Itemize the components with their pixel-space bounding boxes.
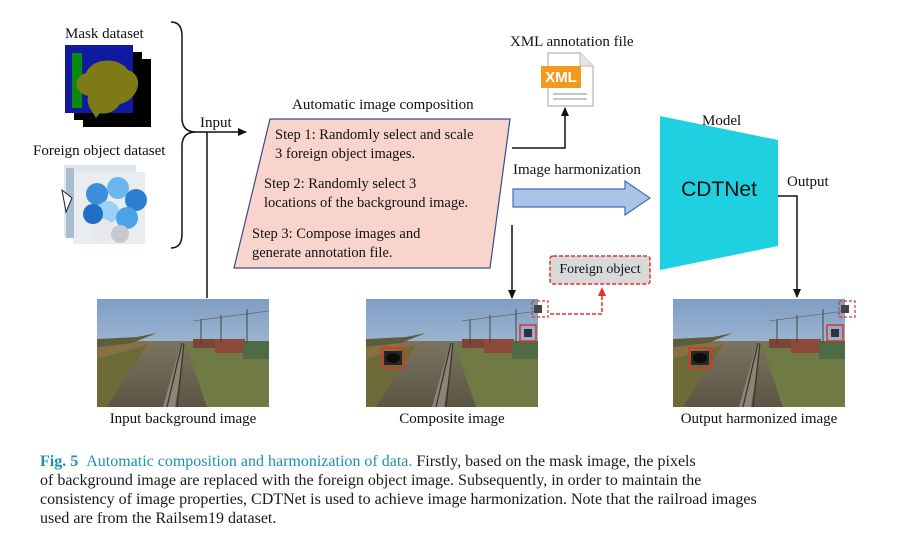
caption-line-2: of background image are replaced with th… xyxy=(40,472,702,489)
figure-caption: Fig. 5 Automatic composition and harmoni… xyxy=(40,452,885,528)
output-harmonized-image xyxy=(672,298,856,408)
output-label: Output xyxy=(787,174,829,190)
step-1: Step 1: Randomly select and scale 3 fore… xyxy=(275,126,474,164)
model-name: CDTNet xyxy=(681,178,757,201)
input-label: Input xyxy=(200,115,232,131)
model-label: Model xyxy=(702,113,742,129)
composite-image-caption: Composite image xyxy=(399,411,505,427)
harmonization-arrow xyxy=(512,179,652,217)
composition-steps-box xyxy=(233,118,511,269)
composite-image xyxy=(365,298,549,408)
step-2-line-1: Step 2: Randomly select 3 xyxy=(264,176,417,192)
caption-fig-number: Fig. 5 xyxy=(40,453,79,470)
mask-dataset-images xyxy=(65,45,151,127)
composition-title: Automatic image composition xyxy=(292,97,474,113)
foreign-object-tag: Foreign object xyxy=(559,262,641,277)
step-1-line-2: 3 foreign object images. xyxy=(275,146,416,162)
xml-file-icon xyxy=(541,52,594,107)
figure: Mask dataset Foreign object dataset Inpu… xyxy=(33,21,856,427)
foreign-object-tag-box xyxy=(549,255,651,285)
step-2-line-2: locations of the background image. xyxy=(264,195,469,211)
input-background-image xyxy=(96,298,270,408)
caption-line-4: used are from the Railsem19 dataset. xyxy=(40,510,277,527)
input-brace xyxy=(170,21,197,249)
harmonization-label: Image harmonization xyxy=(513,162,641,178)
caption-line-1: Fig. 5 Automatic composition and harmoni… xyxy=(40,452,885,471)
step-2: Step 2: Randomly select 3 locations of t… xyxy=(264,175,468,213)
step-3-line-1: Step 3: Compose images and xyxy=(252,226,421,242)
output-image-caption: Output harmonized image xyxy=(680,411,838,427)
xml-arrow xyxy=(512,107,569,149)
step-3: Step 3: Compose images and generate anno… xyxy=(252,225,420,263)
output-arrow xyxy=(778,195,801,298)
foreign-object-callout-line xyxy=(550,287,606,315)
caption-fig-title: Automatic composition and harmonization … xyxy=(86,453,413,470)
step-1-line-1: Step 1: Randomly select and scale xyxy=(275,127,474,143)
caption-line-3: consistency of image properties, CDTNet … xyxy=(40,491,757,508)
caption-text-1: Firstly, based on the mask image, the pi… xyxy=(416,453,696,470)
foreign-object-dataset-label: Foreign object dataset xyxy=(33,143,166,159)
cdtnet-model xyxy=(660,116,778,270)
input-image-caption: Input background image xyxy=(109,411,257,427)
foreign-object-dataset-images xyxy=(61,165,147,244)
xml-file-label: XML annotation file xyxy=(510,34,634,50)
xml-icon-text: XML xyxy=(545,69,577,86)
step-3-line-2: generate annotation file. xyxy=(252,245,393,261)
diagram-svg xyxy=(61,21,856,408)
mask-dataset-label: Mask dataset xyxy=(65,26,144,42)
